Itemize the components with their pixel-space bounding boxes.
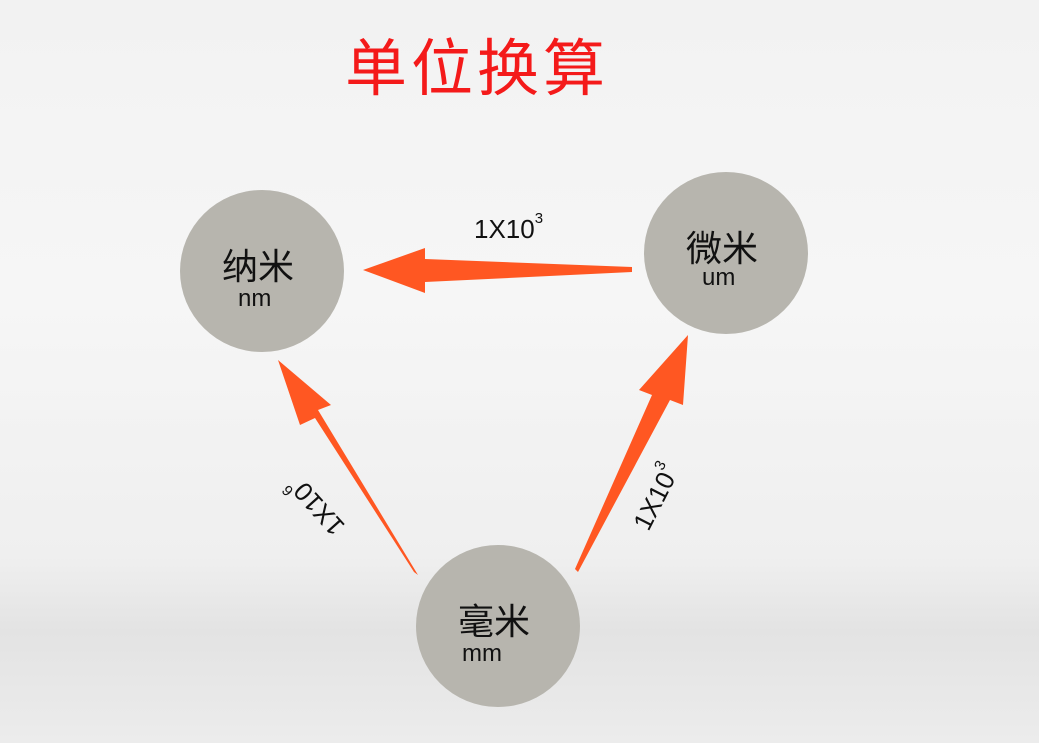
node-en-label: mm	[462, 640, 502, 667]
node-nanometer: 纳米 nm	[180, 190, 344, 352]
node-cn-label: 纳米	[222, 247, 295, 288]
page-title: 单位换算	[345, 32, 610, 105]
arrow-um-to-nm	[363, 248, 632, 293]
arrow-mm-to-um	[575, 335, 688, 572]
node-cn-label: 微米	[686, 229, 759, 270]
node-millimeter: 毫米 mm	[416, 545, 580, 707]
edge-label-base: 1X10	[474, 214, 535, 244]
arrow-mm-to-nm	[278, 360, 418, 575]
node-en-label: um	[702, 264, 736, 291]
edge-label-exponent: 3	[534, 210, 544, 227]
edge-label-um-to-nm: 1X103	[474, 210, 543, 245]
node-micrometer: 微米 um	[644, 172, 808, 334]
node-en-label: nm	[238, 285, 272, 312]
node-cn-label: 毫米	[458, 602, 531, 643]
